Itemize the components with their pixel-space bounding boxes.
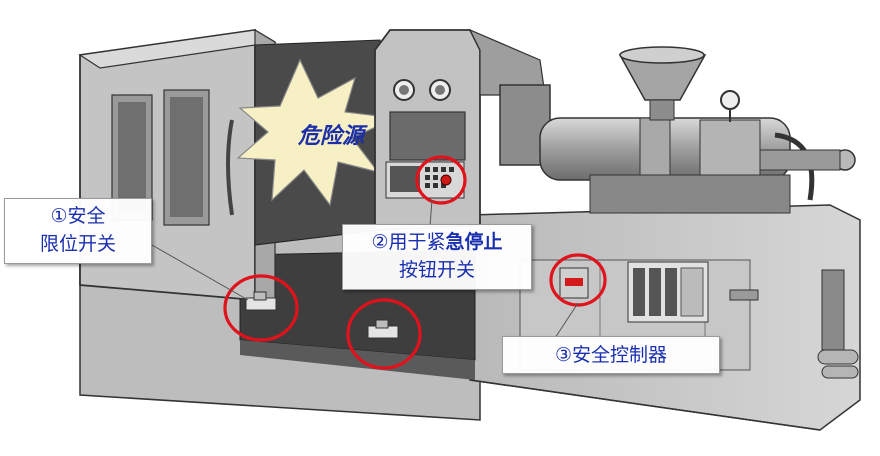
keypad xyxy=(425,167,454,188)
side-piping xyxy=(817,269,859,379)
callout-text-regular: 用于紧 xyxy=(388,231,446,253)
callout-text-line2: 限位开关 xyxy=(39,233,116,255)
hazard-burst-icon xyxy=(236,58,398,207)
leader-lines xyxy=(151,199,579,339)
callout-emergency-stop: ②用于紧急停止 按钮开关 xyxy=(342,224,532,290)
callout-safety-controller: ③安全控制器 xyxy=(502,336,720,374)
callout-text-line1: 安全 xyxy=(67,205,106,227)
hazard-source-label: 危险源 xyxy=(297,124,364,149)
plc-modules xyxy=(627,261,759,323)
controller-marker-ring xyxy=(549,253,607,307)
limit-switch-marker-ring-left xyxy=(223,274,299,342)
limit-switch-marker-ring-right xyxy=(346,298,422,370)
safety-controller-device xyxy=(559,267,589,299)
safety-limit-switch-icon xyxy=(367,319,399,339)
callout-number: ③ xyxy=(554,344,573,366)
control-panel-tower xyxy=(374,28,546,231)
safety-limit-switch-icon xyxy=(245,291,277,311)
callout-text: 安全控制器 xyxy=(572,344,668,366)
callout-limit-switch: ①安全 限位开关 xyxy=(4,198,152,264)
emergency-stop-button-icon xyxy=(440,174,452,186)
estop-marker-ring xyxy=(415,155,467,205)
callout-text-line2: 按钮开关 xyxy=(398,259,475,281)
callout-text-bold: 急停止 xyxy=(445,231,503,253)
marker-rings xyxy=(223,155,607,370)
callout-number: ② xyxy=(371,231,389,253)
injection-unit xyxy=(499,46,856,214)
callout-number: ① xyxy=(50,205,68,227)
